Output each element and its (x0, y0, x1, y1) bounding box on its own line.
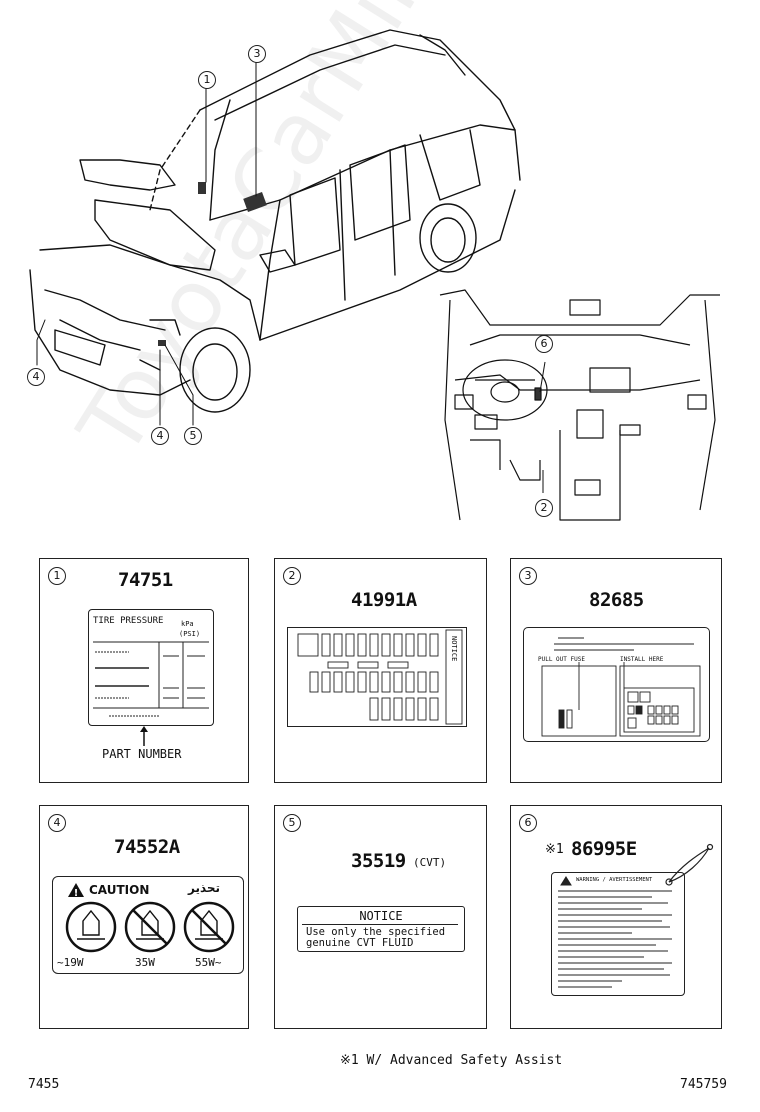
panel-number: 6 (519, 814, 537, 832)
notice-line-2: genuine CVT FLUID (306, 937, 414, 949)
part-number-caption: PART NUMBER (102, 747, 182, 761)
part-number: 82685 (589, 589, 644, 611)
unit-kpa: kPa (181, 620, 194, 628)
callout-6: 6 (535, 335, 553, 353)
fuse-grid (297, 629, 463, 725)
panel-3-fuse-position: 3 82685 PULL OUT FUSE INSTALL HERE (510, 558, 722, 783)
panel-number: 2 (283, 567, 301, 585)
label-lines (93, 641, 209, 717)
panel-1-tire-pressure: 1 74751 TIRE PRESSURE kPa (PSI) (39, 558, 249, 783)
tire-pressure-label: TIRE PRESSURE kPa (PSI) (88, 609, 214, 726)
panel-number: 4 (48, 814, 66, 832)
watt-low: ~19W (57, 956, 84, 969)
fuse-position-drawing (541, 637, 701, 737)
panel-number: 3 (519, 567, 537, 585)
vehicle-illustration (29, 29, 720, 521)
callout-3: 3 (248, 45, 266, 63)
side-notice: NOTICE (450, 636, 458, 662)
panel-4-caution-bulb: 4 74552A ! CAUTION تحذير ~19W 35W 55W~ (39, 805, 249, 1029)
part-prefix: ※1 (545, 842, 564, 857)
callout-1: 1 (198, 71, 216, 89)
footer-code-left: 7455 (28, 1077, 60, 1092)
callout-2: 2 (535, 499, 553, 517)
panel-number: 5 (283, 814, 301, 832)
caution-text: CAUTION (89, 883, 150, 897)
callout-5: 5 (184, 427, 202, 445)
part-number: 86995E (571, 838, 637, 860)
unit-psi: (PSI) (179, 630, 201, 638)
panel-number: 1 (48, 567, 66, 585)
tag-text-lines (558, 876, 672, 988)
tag-title: WARNING / AVERTISSEMENT (576, 877, 653, 883)
arrow-up-icon (140, 726, 148, 746)
panel-6-warning-tag: 6 ※1 86995E WARNING / AVERTISSEMENT (510, 805, 722, 1029)
caution-label: ! CAUTION تحذير ~19W 35W 55W~ (52, 876, 244, 974)
callout-4-front: 4 (151, 427, 169, 445)
panel-5-cvt-notice: 5 35519 (CVT) NOTICE Use only the specif… (274, 805, 487, 1029)
watt-mid: 35W (135, 956, 155, 969)
part-number: 74552A (114, 836, 180, 858)
warning-triangle-icon: ! (68, 883, 84, 898)
pull-out-fuse: PULL OUT FUSE (538, 656, 585, 663)
fuse-label: NOTICE (287, 627, 467, 727)
part-number: 41991A (351, 589, 417, 611)
part-number: 74751 (118, 569, 173, 591)
callout-4-left: 4 (27, 368, 45, 386)
tag-string (665, 843, 714, 886)
svg-text:!: ! (74, 888, 79, 898)
panel-2-fuse-label: 2 41991A (274, 558, 487, 783)
part-number: 35519 (351, 850, 406, 872)
part-suffix: (CVT) (413, 856, 447, 869)
footer-code-right: 745759 (680, 1077, 727, 1092)
bulb-symbols (65, 901, 235, 953)
fuse-position-label: PULL OUT FUSE INSTALL HERE (523, 627, 710, 742)
label-title: TIRE PRESSURE (93, 616, 164, 626)
install-here: INSTALL HERE (620, 656, 664, 663)
notice-title: NOTICE (359, 909, 403, 923)
caution-arabic: تحذير (188, 881, 221, 895)
footnote: ※1 W/ Advanced Safety Assist (340, 1053, 563, 1068)
notice-line-1: Use only the specified (306, 926, 446, 938)
warning-tag: WARNING / AVERTISSEMENT (551, 872, 685, 996)
cvt-notice-label: NOTICE Use only the specified genuine CV… (297, 906, 465, 952)
watt-high: 55W~ (195, 956, 222, 969)
